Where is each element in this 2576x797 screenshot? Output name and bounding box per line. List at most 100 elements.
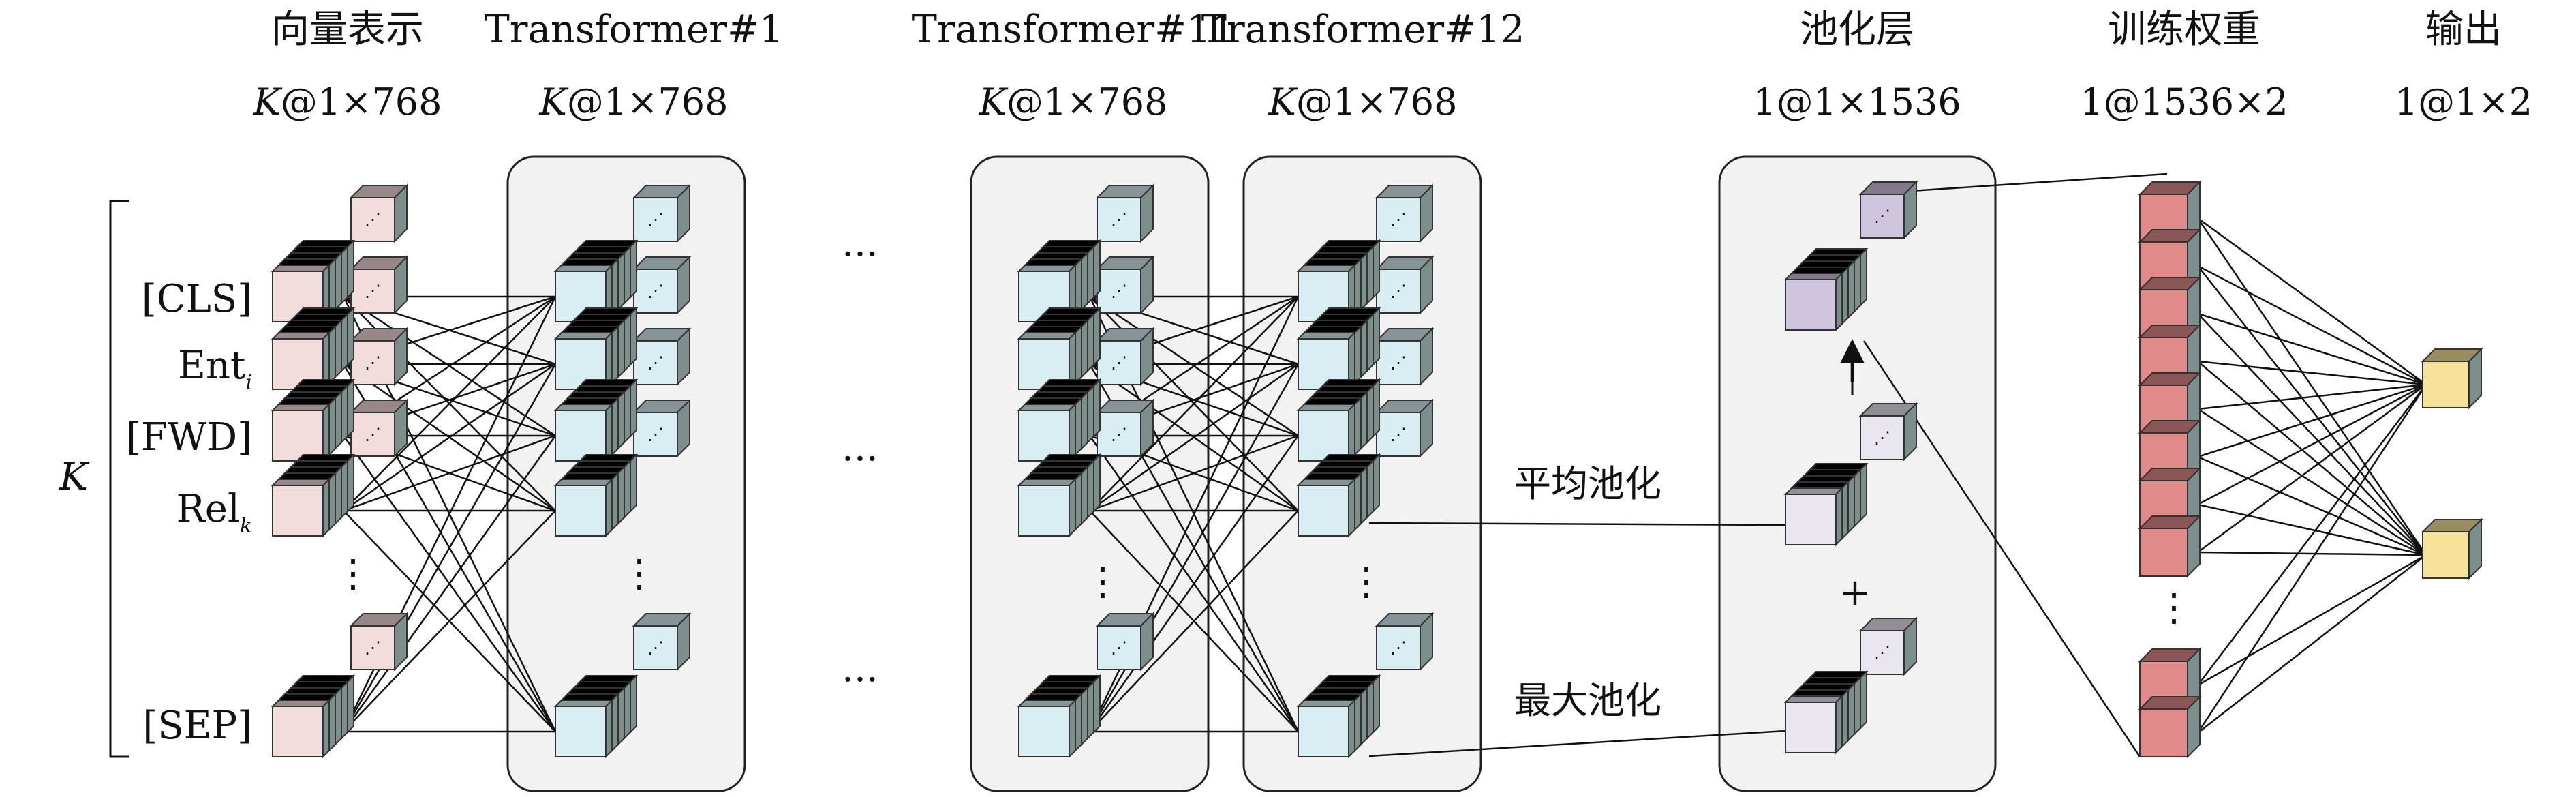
token-cls: [CLS]: [142, 277, 252, 321]
max-pooling-label: 最大池化: [1514, 679, 1661, 722]
connections: [342, 172, 2427, 757]
small-cube-transformer-11-1-dots: ⋰: [1111, 282, 1127, 301]
cube-stack-transformer-11-4-layer-0: [1017, 698, 1077, 759]
shape-annotations: K@1×768 K@1×768 K@1×768 K@1×768 1@1×1536…: [252, 80, 2532, 123]
connection-t11-t12-3-0: [1089, 296, 1299, 511]
pooling-annotations: 平均池化 最大池化 + ↑: [1514, 347, 1871, 722]
small-cube-transformer-11-0-dots: ⋰: [1111, 210, 1127, 229]
connection-input-t1-4-2: [342, 435, 557, 732]
cubes: ⋰⋰⋰⋰⋰⋰⋰⋰⋰⋰⋰⋰⋰⋰⋰⋰⋰⋰⋰⋰⋰⋰⋰: [271, 180, 2483, 759]
connection-weight-output-2-1: [2197, 313, 2427, 556]
connection-weight-output-1-1: [2197, 265, 2427, 556]
cube-stack-transformer-11-2-layer-0: [1017, 402, 1077, 463]
connection-weight-output-4-1: [2197, 408, 2427, 556]
connection-weight-output-6-0: [2197, 383, 2427, 506]
cube-stack-transformer-12-3: [1296, 453, 1381, 538]
cube-stack-input-2: [271, 378, 356, 463]
column-headers: 向量表示 Transformer#1 Transformer#11 Transf…: [271, 7, 2502, 52]
cube-stack-transformer-12-1: [1296, 306, 1381, 391]
small-cube-transformer-1-4: ⋰: [632, 612, 692, 672]
small-cube-transformer-12-4-dots: ⋰: [1390, 638, 1407, 657]
ellipsis-bottom: ···: [842, 658, 878, 702]
cube-stack-transformer-1-3-layer-0: [553, 477, 614, 538]
connection-input-t1-3-0: [343, 296, 556, 511]
header-pooling-layer: 池化层: [1800, 7, 1914, 52]
cube-stack-transformer-11-3-layer-0: [1017, 477, 1077, 538]
connection-avg-pool: [1368, 522, 1786, 526]
connection-weight-output-9-0: [2196, 384, 2427, 734]
cube-stack-input-4-layer-0: [271, 698, 331, 759]
shape-training-weights: 1@1536×2: [2080, 80, 2288, 123]
weight-column: [2138, 180, 2202, 759]
small-cube-input-3-dots: ⋰: [365, 425, 381, 444]
connection-weight-output-6-1: [2197, 503, 2427, 556]
small-cube-input-2-dots: ⋰: [365, 353, 381, 372]
pooled-small-cube-dots: ⋰: [1874, 207, 1890, 226]
vdots-transformer-1: ⋮: [620, 552, 658, 596]
small-cube-transformer-1-1-dots: ⋰: [647, 282, 664, 301]
small-cube-transformer-1-0: ⋰: [632, 183, 692, 243]
cube-stack-input-1: [271, 306, 356, 391]
small-cube-transformer-11-4: ⋰: [1095, 612, 1155, 672]
small-cube-transformer-11-3-dots: ⋰: [1111, 425, 1127, 444]
header-transformer-1: Transformer#1: [484, 7, 783, 52]
small-cube-transformer-11-2-dots: ⋰: [1111, 353, 1127, 372]
connection-pool-weight-top: [1911, 172, 2168, 192]
connection-weight-output-5-1: [2197, 455, 2427, 556]
connection-weight-output-3-1: [2197, 361, 2427, 556]
small-cube-transformer-1-3: ⋰: [632, 398, 692, 458]
shape-transformer-11: K@1×768: [978, 80, 1167, 123]
token-sep: [SEP]: [142, 704, 252, 748]
cube-stack-transformer-12-2-layer-0: [1296, 402, 1357, 463]
small-cube-transformer-1-4-dots: ⋰: [647, 638, 664, 657]
cube-stack-transformer-12-0: [1296, 239, 1381, 324]
small-cube-transformer-1-0-dots: ⋰: [647, 210, 664, 229]
small-cube-transformer-1-2: ⋰: [632, 327, 692, 387]
connection-t11-t12-3-1: [1089, 363, 1299, 512]
up-arrow-symbol: ↑: [1837, 347, 1869, 391]
avg-pool-stack: [1783, 462, 1869, 547]
cube-stack-transformer-1-4: [553, 674, 639, 759]
connection-weight-output-0-1: [2196, 217, 2427, 556]
small-cube-transformer-1-2-dots: ⋰: [647, 353, 664, 372]
cube-stack-transformer-1-2-layer-0: [553, 402, 614, 463]
max-pool-small-cube: ⋰: [1858, 616, 1918, 676]
shape-transformer-1: K@1×768: [538, 80, 728, 123]
max-pool-small-cube-dots: ⋰: [1874, 643, 1890, 662]
token-labels: [CLS] Enti [FWD] Relk [SEP]: [126, 277, 252, 748]
pooled-vector-stack: [1783, 247, 1869, 332]
connection-weight-output-0-0: [2197, 217, 2427, 386]
cube-stack-input-3-layer-0: [271, 477, 331, 538]
small-cube-transformer-11-1: ⋰: [1095, 255, 1155, 315]
ellipsis-middle: ···: [842, 437, 878, 481]
small-cube-transformer-12-1-dots: ⋰: [1390, 282, 1407, 301]
cube-stack-transformer-1-3: [553, 453, 639, 538]
cube-stack-transformer-11-3: [1017, 453, 1102, 538]
shape-vector-representation: K@1×768: [252, 80, 442, 123]
token-fwd: [FWD]: [126, 415, 252, 460]
connection-weight-output-2-0: [2197, 312, 2427, 386]
small-cube-transformer-11-4-dots: ⋰: [1111, 638, 1127, 657]
avg-pool-small-cube: ⋰: [1858, 402, 1918, 462]
connection-weight-output-7-1: [2197, 551, 2427, 556]
small-cube-input-4-dots: ⋰: [365, 638, 381, 657]
pooled-small-cube: ⋰: [1858, 180, 1918, 240]
output-cube-1: [2421, 517, 2483, 580]
cube-stack-transformer-12-3-layer-0: [1296, 477, 1357, 538]
header-training-weights: 训练权重: [2108, 7, 2260, 52]
cube-stack-transformer-1-2: [553, 378, 639, 463]
small-cube-transformer-12-1: ⋰: [1375, 255, 1435, 315]
small-cube-transformer-12-2-dots: ⋰: [1390, 353, 1407, 372]
plus-sign: +: [1839, 571, 1871, 615]
avg-pool-small-cube-dots: ⋰: [1874, 428, 1890, 447]
connection-weight-output-3-0: [2197, 360, 2427, 386]
small-cube-transformer-11-0: ⋰: [1095, 183, 1155, 243]
header-transformer-12: Transformer#12: [1201, 7, 1525, 52]
connection-t11-t12-4-3: [1089, 510, 1299, 732]
small-cube-input-2: ⋰: [349, 327, 409, 387]
small-cube-transformer-12-3-dots: ⋰: [1390, 425, 1407, 444]
connection-input-t1-3-2: [343, 434, 556, 512]
cube-stack-input-3: [271, 453, 356, 538]
small-cube-input-0: ⋰: [349, 183, 409, 243]
connection-weight-output-1-0: [2197, 265, 2427, 386]
